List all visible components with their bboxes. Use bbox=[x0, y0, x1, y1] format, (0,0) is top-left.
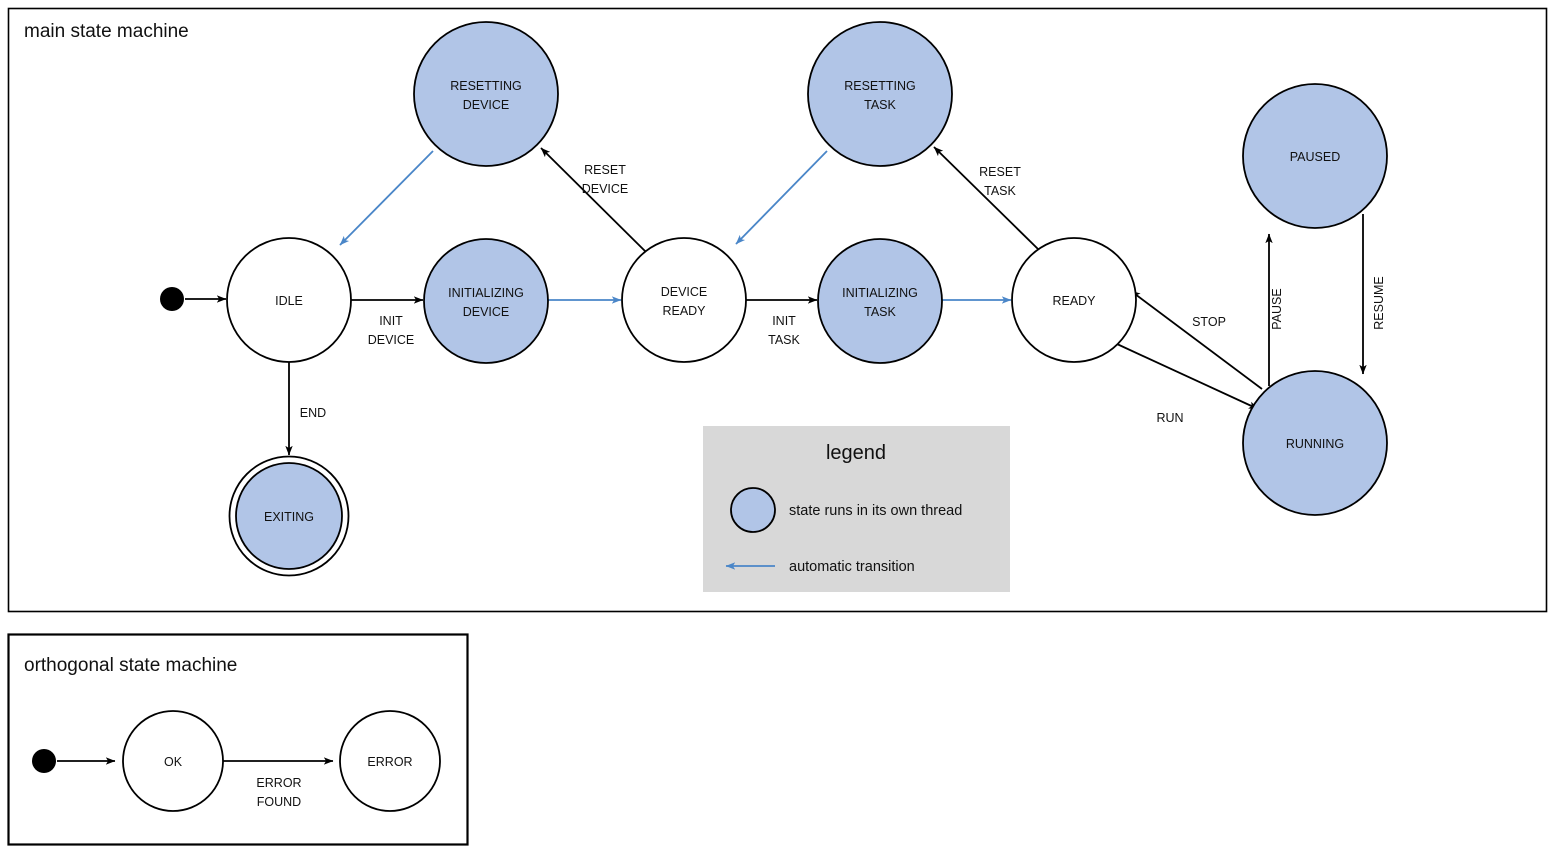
state-label-running: RUNNING bbox=[1286, 437, 1344, 451]
transition-paused-to-running: RESUME bbox=[1359, 214, 1386, 375]
state-label-ready: READY bbox=[1052, 294, 1096, 308]
legend-item-auto-transition-label: automatic transition bbox=[789, 559, 915, 575]
state-label-resetting-device-line2: DEVICE bbox=[463, 98, 510, 112]
legend-threaded-state-swatch-icon bbox=[730, 487, 776, 533]
transition-device-ready-to-initializing-task: INIT TASK bbox=[746, 296, 818, 347]
state-node-error[interactable]: ERROR bbox=[339, 710, 441, 812]
state-label-initializing-task-line1: INITIALIZING bbox=[842, 286, 918, 300]
edge-label-reset-device-line1: RESET bbox=[584, 163, 626, 177]
edge-label-init-task-line2: TASK bbox=[768, 333, 800, 347]
state-label-exiting: EXITING bbox=[264, 510, 314, 524]
transition-resetting-device-to-idle bbox=[339, 150, 434, 246]
main-title: main state machine bbox=[24, 21, 189, 42]
state-node-resetting-device[interactable]: RESETTING DEVICE bbox=[413, 21, 559, 167]
edge-label-resume: RESUME bbox=[1372, 276, 1386, 329]
edge-label-error-found-line2: FOUND bbox=[257, 795, 301, 809]
state-node-idle[interactable]: IDLE bbox=[226, 237, 352, 363]
state-label-device-ready-line2: READY bbox=[662, 304, 706, 318]
edge-label-end: END bbox=[300, 406, 326, 420]
state-node-ok[interactable]: OK bbox=[122, 710, 224, 812]
orthogonal-transition-ok-to-error: ERROR FOUND bbox=[223, 757, 334, 809]
legend-title: legend bbox=[826, 442, 886, 464]
orthogonal-initial-state-node bbox=[32, 749, 56, 773]
edge-label-run: RUN bbox=[1156, 411, 1183, 425]
state-node-exiting[interactable]: EXITING bbox=[228, 455, 350, 577]
edge-label-pause: PAUSE bbox=[1270, 288, 1284, 329]
edge-label-reset-task-line2: TASK bbox=[984, 184, 1016, 198]
state-label-error: ERROR bbox=[367, 755, 412, 769]
state-node-running[interactable]: RUNNING bbox=[1242, 370, 1388, 516]
edge-label-error-found-line1: ERROR bbox=[256, 776, 301, 790]
initial-state-node bbox=[160, 287, 184, 311]
edge-label-reset-device-line2: DEVICE bbox=[582, 182, 629, 196]
transition-idle-to-exiting: END bbox=[285, 362, 326, 456]
state-node-paused[interactable]: PAUSED bbox=[1242, 83, 1388, 229]
transition-idle-to-initializing-device: INIT DEVICE bbox=[351, 296, 424, 347]
transition-running-to-ready: STOP bbox=[1130, 290, 1263, 390]
state-label-device-ready-line1: DEVICE bbox=[661, 285, 708, 299]
state-node-initializing-device[interactable]: INITIALIZING DEVICE bbox=[423, 238, 549, 364]
state-node-initializing-task[interactable]: INITIALIZING TASK bbox=[817, 238, 943, 364]
transition-device-ready-to-resetting-device: RESET DEVICE bbox=[540, 147, 647, 253]
legend-item-threaded-state-label: state runs in its own thread bbox=[789, 503, 962, 519]
legend: legend state runs in its own thread auto… bbox=[703, 426, 1010, 592]
orthogonal-title: orthogonal state machine bbox=[24, 655, 237, 676]
state-label-idle: IDLE bbox=[275, 294, 303, 308]
state-label-initializing-task-line2: TASK bbox=[864, 305, 896, 319]
edge-label-init-device-line1: INIT bbox=[379, 314, 403, 328]
state-label-resetting-task-line2: TASK bbox=[864, 98, 896, 112]
transition-running-to-paused: PAUSE bbox=[1265, 233, 1284, 386]
edge-label-init-task-line1: INIT bbox=[772, 314, 796, 328]
state-node-device-ready[interactable]: DEVICE READY bbox=[621, 237, 747, 363]
state-label-initializing-device-line2: DEVICE bbox=[463, 305, 510, 319]
edge-label-stop: STOP bbox=[1192, 315, 1226, 329]
state-label-ok: OK bbox=[164, 755, 183, 769]
edge-label-init-device-line2: DEVICE bbox=[368, 333, 415, 347]
state-node-ready[interactable]: READY bbox=[1011, 237, 1137, 363]
state-label-initializing-device-line1: INITIALIZING bbox=[448, 286, 524, 300]
transition-ready-to-resetting-task: RESET TASK bbox=[933, 146, 1040, 251]
state-label-paused: PAUSED bbox=[1290, 150, 1340, 164]
state-label-resetting-device-line1: RESETTING bbox=[450, 79, 522, 93]
state-node-resetting-task[interactable]: RESETTING TASK bbox=[807, 21, 953, 167]
transition-resetting-task-to-device-ready bbox=[735, 150, 828, 245]
state-label-resetting-task-line1: RESETTING bbox=[844, 79, 916, 93]
transition-ready-to-running: RUN bbox=[1116, 343, 1259, 425]
edge-label-reset-task-line1: RESET bbox=[979, 165, 1021, 179]
